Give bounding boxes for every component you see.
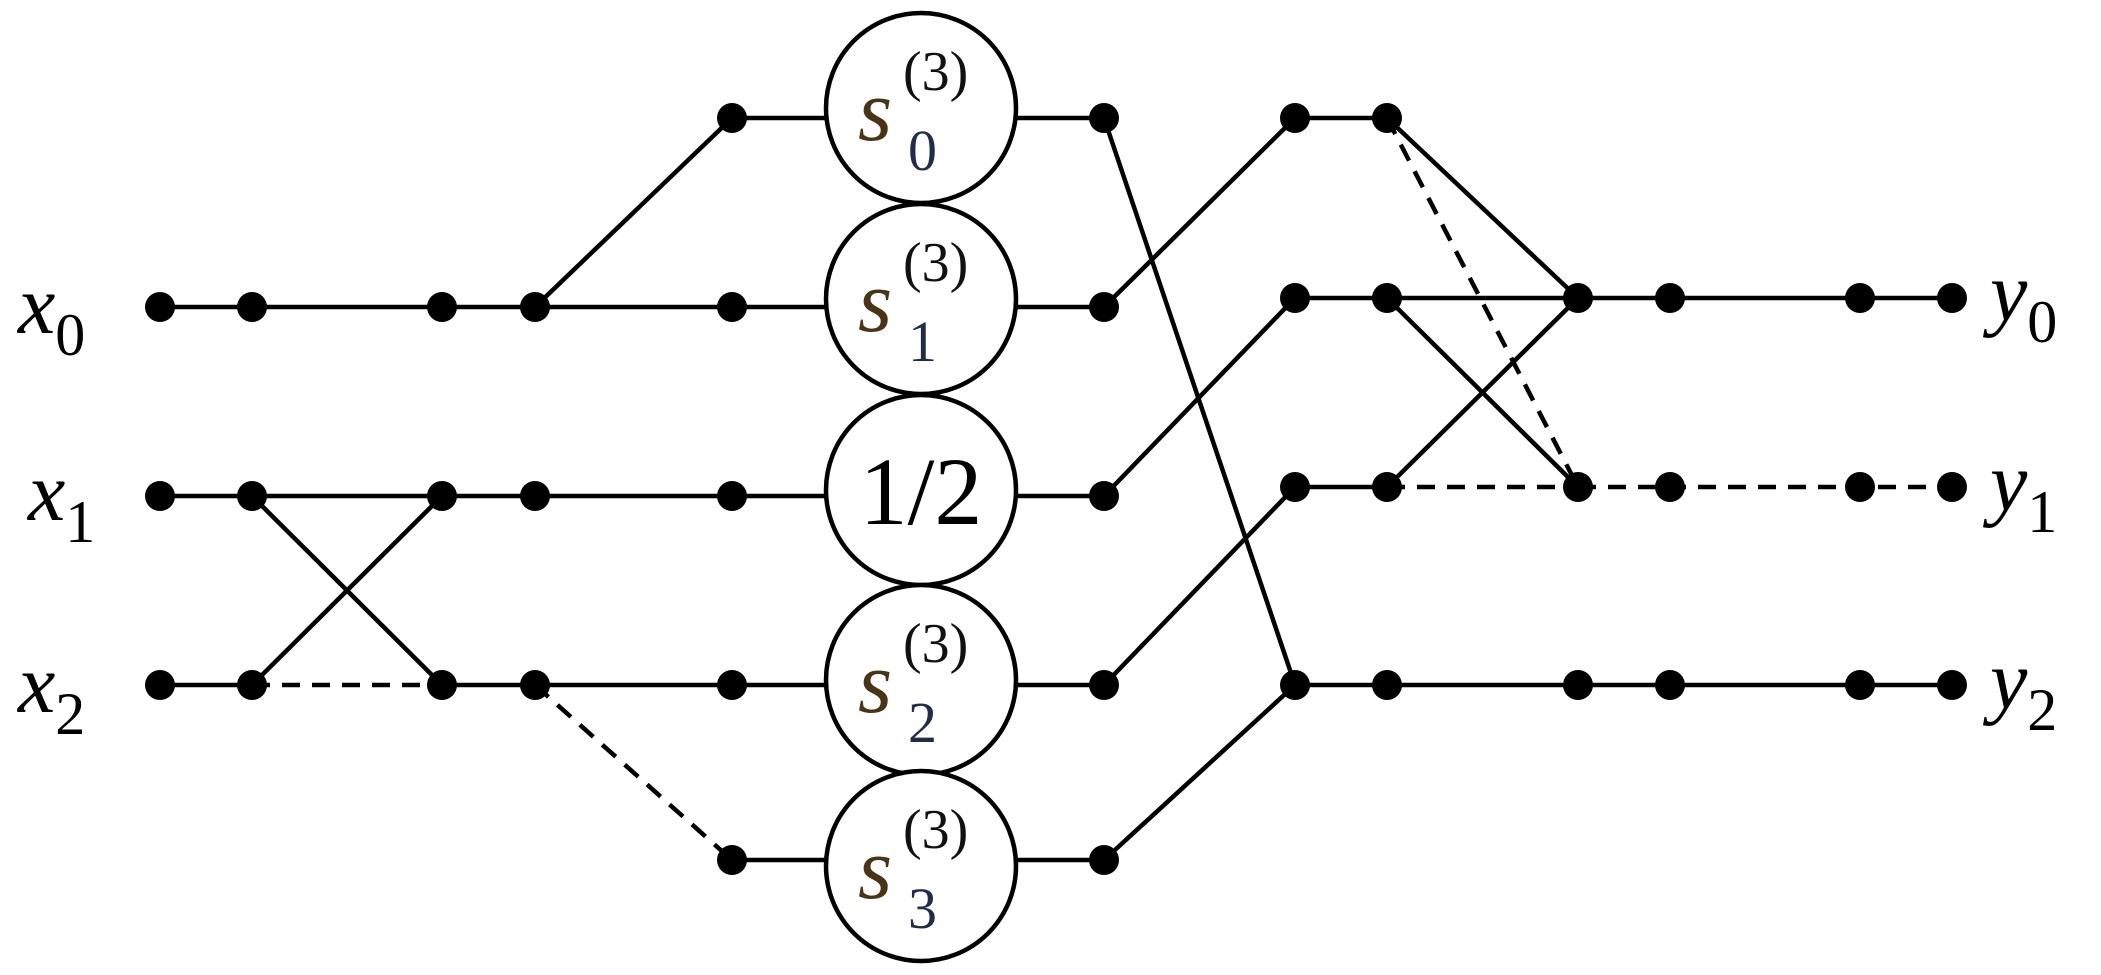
node-symbol: s bbox=[858, 63, 892, 160]
coefficient-nodes: s 0 (3) s 1 (3) 1/2 s 2 (3) s 3 (3) bbox=[823, 10, 1019, 964]
junction-dot bbox=[520, 670, 550, 700]
junction-dot bbox=[717, 481, 747, 511]
node-subscript: 3 bbox=[908, 876, 937, 941]
junction-dot bbox=[1089, 103, 1119, 133]
junction-dot bbox=[1655, 670, 1685, 700]
junction-dot bbox=[1089, 481, 1119, 511]
junction-dot bbox=[1563, 283, 1593, 313]
wire bbox=[1101, 115, 1298, 310]
node-label: 1/2 bbox=[860, 438, 983, 545]
node-superscript: (3) bbox=[903, 232, 968, 294]
node-symbol: s bbox=[858, 821, 892, 918]
junction-dot bbox=[1372, 670, 1402, 700]
junction-dot bbox=[427, 670, 457, 700]
junction-dot bbox=[1280, 283, 1310, 313]
junction-dot bbox=[1845, 670, 1875, 700]
wire bbox=[249, 493, 445, 688]
output-labels: y0 y1 y2 bbox=[1982, 246, 2057, 743]
junction-dot bbox=[1937, 670, 1967, 700]
wires-dashed bbox=[252, 116, 1952, 862]
junction-dot bbox=[237, 481, 267, 511]
output-label-y1: y1 bbox=[1982, 436, 2057, 545]
junction-dot bbox=[1845, 283, 1875, 313]
node-superscript: (3) bbox=[903, 799, 968, 861]
junction-dot bbox=[1563, 472, 1593, 502]
node-superscript: (3) bbox=[903, 41, 968, 103]
junction-dot bbox=[1372, 283, 1402, 313]
junction-dot bbox=[237, 292, 267, 322]
junction-dot bbox=[717, 103, 747, 133]
junction-dot bbox=[717, 292, 747, 322]
node-superscript: (3) bbox=[903, 613, 968, 675]
junction-dot bbox=[1845, 472, 1875, 502]
node-symbol: s bbox=[858, 635, 892, 732]
junction-dot bbox=[1089, 845, 1119, 875]
node-subscript: 2 bbox=[908, 690, 937, 755]
junction-dot bbox=[1937, 283, 1967, 313]
node-subscript: 1 bbox=[908, 309, 937, 374]
junction-dot bbox=[1372, 103, 1402, 133]
junction-dot bbox=[1563, 670, 1593, 700]
junction-dot bbox=[237, 670, 267, 700]
junction-dot bbox=[1280, 472, 1310, 502]
dashed-wire bbox=[1385, 116, 1580, 489]
junction-dot bbox=[717, 670, 747, 700]
wire bbox=[1384, 295, 1581, 490]
junction-dot bbox=[1089, 670, 1119, 700]
wire bbox=[1384, 115, 1581, 301]
wire bbox=[1101, 295, 1298, 499]
input-label-x2: x2 bbox=[16, 638, 85, 747]
junction-dot bbox=[717, 845, 747, 875]
output-label-y0: y0 bbox=[1982, 246, 2057, 355]
input-labels: x0 x1 x2 bbox=[16, 259, 95, 747]
junction-dot bbox=[427, 292, 457, 322]
wires-solid bbox=[157, 115, 1955, 863]
wire bbox=[1101, 484, 1298, 688]
node-s3 bbox=[823, 768, 1019, 964]
junction-dot bbox=[1937, 472, 1967, 502]
input-label-x0: x0 bbox=[16, 259, 85, 368]
input-label-x1: x1 bbox=[26, 446, 95, 555]
junction-dot bbox=[1280, 670, 1310, 700]
junction-dot bbox=[145, 670, 175, 700]
junction-dot bbox=[1655, 472, 1685, 502]
junction-dot bbox=[1372, 472, 1402, 502]
junction-dot bbox=[145, 481, 175, 511]
node-subscript: 0 bbox=[908, 118, 937, 183]
junction-dot bbox=[520, 292, 550, 322]
output-label-y2: y2 bbox=[1982, 634, 2057, 743]
node-symbol: s bbox=[858, 254, 892, 351]
junction-dot bbox=[1655, 283, 1685, 313]
junction-dot bbox=[145, 292, 175, 322]
dashed-wire bbox=[533, 683, 734, 862]
junction-dot bbox=[1280, 103, 1310, 133]
junction-dot bbox=[520, 481, 550, 511]
wire bbox=[1101, 115, 1298, 688]
wire bbox=[1101, 682, 1298, 863]
junction-dots bbox=[145, 103, 1967, 875]
junction-dot bbox=[1089, 292, 1119, 322]
wire bbox=[532, 115, 735, 310]
junction-dot bbox=[427, 481, 457, 511]
